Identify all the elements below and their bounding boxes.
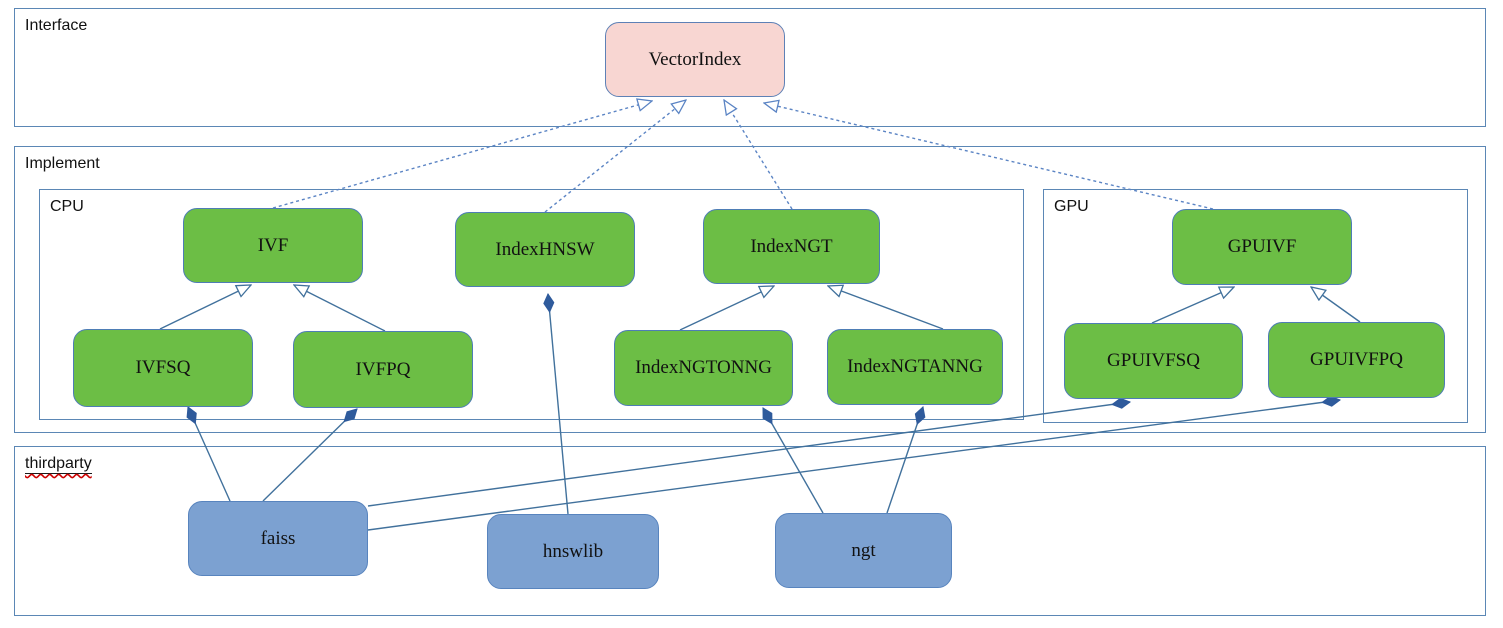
node-label: IndexNGTANNG <box>847 356 983 377</box>
node-gpuivfsq[interactable]: GPUIVFSQ <box>1064 323 1243 399</box>
node-label: IVF <box>257 234 289 256</box>
node-ivf[interactable]: IVF <box>183 208 363 283</box>
node-ngt[interactable]: ngt <box>775 513 952 588</box>
cpu-label: CPU <box>50 198 84 215</box>
node-ivfsq[interactable]: IVFSQ <box>73 329 253 407</box>
node-hnswlib[interactable]: hnswlib <box>487 514 659 589</box>
node-gpuivfpq[interactable]: GPUIVFPQ <box>1268 322 1445 398</box>
node-label: IVFPQ <box>355 358 411 380</box>
node-label: IndexNGT <box>750 235 833 257</box>
node-label: GPUIVFPQ <box>1310 349 1403 370</box>
node-label: VectorIndex <box>648 48 742 70</box>
interface-label: Interface <box>25 17 88 34</box>
node-label: ngt <box>851 539 876 561</box>
node-indexngt[interactable]: IndexNGT <box>703 209 880 284</box>
node-faiss[interactable]: faiss <box>188 501 368 576</box>
node-label: GPUIVFSQ <box>1107 350 1200 371</box>
gpu-label: GPU <box>1054 198 1089 215</box>
implement-label: Implement <box>25 155 100 172</box>
node-label: IndexHNSW <box>495 238 595 260</box>
node-ivfpq[interactable]: IVFPQ <box>293 331 473 408</box>
node-label: hnswlib <box>542 540 604 562</box>
node-label: IndexNGTONNG <box>635 357 772 378</box>
node-label: faiss <box>260 527 296 549</box>
node-gpuivf[interactable]: GPUIVF <box>1172 209 1352 285</box>
node-indexhnsw[interactable]: IndexHNSW <box>455 212 635 287</box>
node-label: IVFSQ <box>135 357 191 378</box>
node-label: GPUIVF <box>1227 236 1297 257</box>
node-indexngtanng[interactable]: IndexNGTANNG <box>827 329 1003 405</box>
thirdparty-label: thirdparty <box>25 455 92 474</box>
node-indexngtonng[interactable]: IndexNGTONNG <box>614 330 793 406</box>
node-vectorindex[interactable]: VectorIndex <box>605 22 785 97</box>
